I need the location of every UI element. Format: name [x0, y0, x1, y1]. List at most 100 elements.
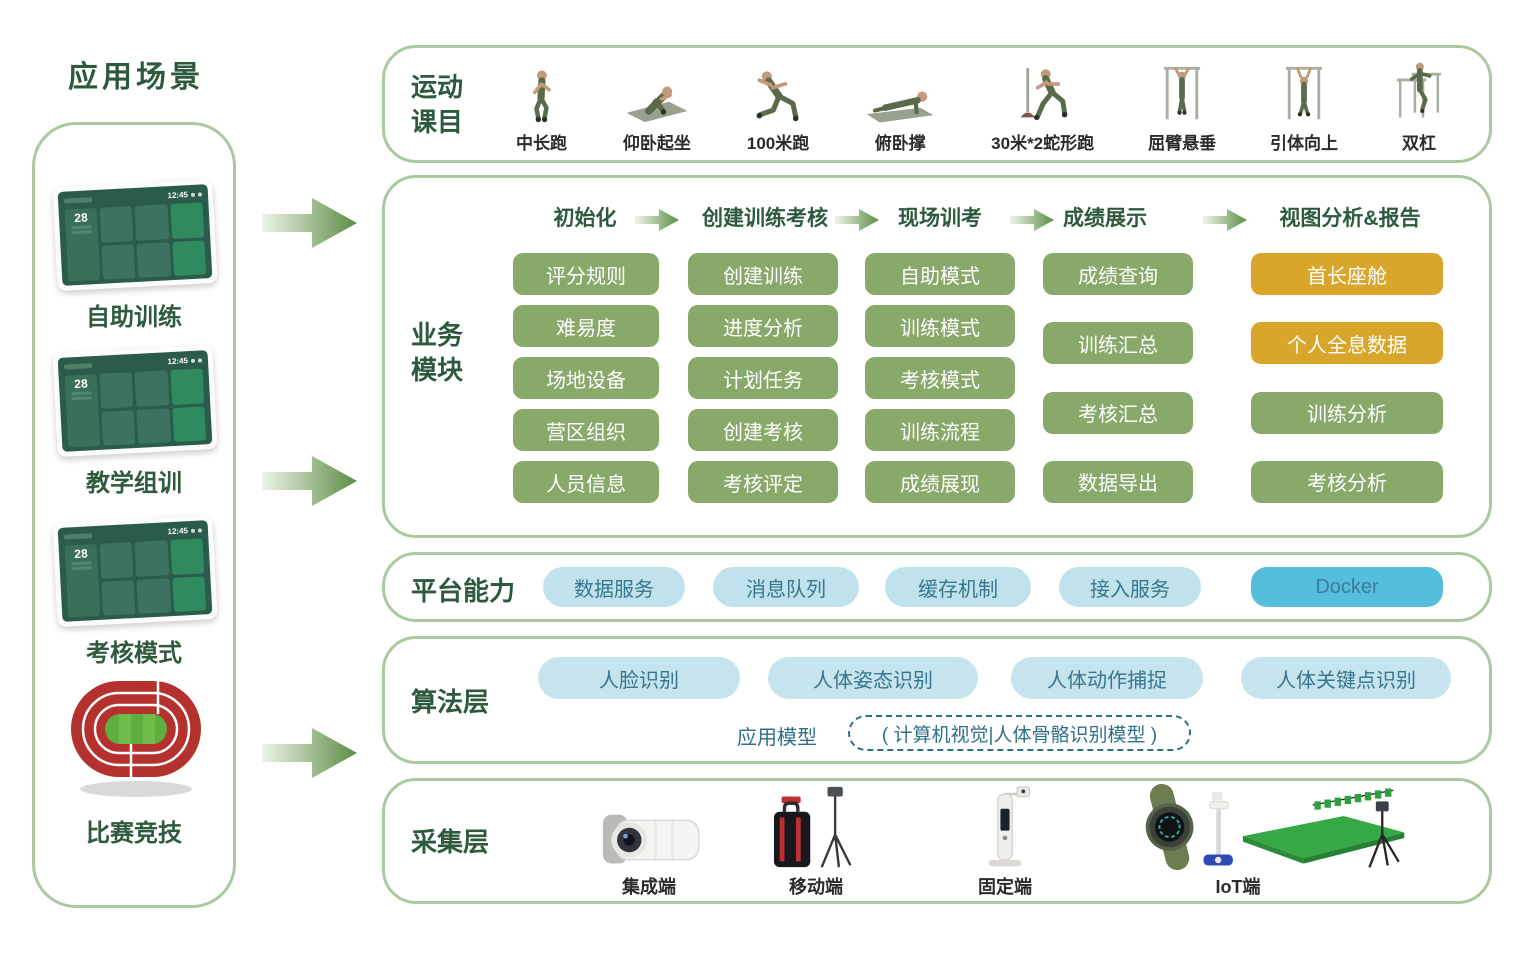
- module-column-report: 首长座舱 个人全息数据 训练分析 考核分析: [1251, 253, 1443, 503]
- module-button-highlight: 首长座舱: [1251, 253, 1443, 295]
- camera-icon: [587, 809, 711, 876]
- device-label: 集成端: [622, 877, 676, 897]
- sport-label: 双杠: [1402, 134, 1436, 153]
- tablet-time: 12:45: [167, 526, 189, 537]
- tablet-time: 12:45: [167, 190, 189, 201]
- tablet-logo: [64, 197, 93, 204]
- tablet-tiles: [99, 202, 207, 280]
- module-button: 训练模式: [865, 305, 1015, 347]
- arrow-right-icon: [835, 206, 879, 234]
- module-button: 成绩展现: [865, 461, 1015, 503]
- scenario-label: 比赛竞技: [86, 820, 182, 847]
- module-button: 考核分析: [1251, 460, 1443, 503]
- flow-step-score: 成绩展示: [1063, 207, 1147, 230]
- algorithm-pill: 人体动作捕捉: [1011, 657, 1203, 699]
- module-button: 进度分析: [688, 305, 838, 347]
- sport-item-snake-run: 30米*2蛇形跑: [991, 52, 1094, 154]
- module-button: 难易度: [513, 305, 659, 347]
- arrow-right-icon: [262, 450, 357, 512]
- device-label: 固定端: [978, 877, 1032, 897]
- tablet-task-card: 28: [64, 543, 101, 618]
- tablet-screen: 12:45 28: [57, 520, 213, 622]
- tablet-tiles: [99, 538, 207, 616]
- mobile-kit-icon: [768, 785, 864, 876]
- platform-pill: 缓存机制: [885, 567, 1031, 607]
- tablet-gear-icon: [197, 357, 203, 363]
- module-button: 计划任务: [688, 357, 838, 399]
- module-button: 考核汇总: [1043, 391, 1193, 434]
- section-business-title: 业务模块: [411, 320, 464, 386]
- flow-step-create: 创建训练考核: [702, 207, 828, 230]
- flow-step-onsite: 现场训考: [898, 207, 982, 230]
- section-collection: 采集层 集成端 移动端: [382, 778, 1492, 904]
- arrow-right-icon: [262, 722, 357, 784]
- section-platform-title: 平台能力: [411, 576, 516, 606]
- section-business: 业务模块 初始化 创建训练考核 现场训考 成绩展示 视图分析&报告 评分规则 难…: [382, 175, 1492, 538]
- scenario-label: 教学组训: [86, 470, 182, 497]
- sport-label: 仰卧起坐: [622, 134, 691, 153]
- section-sports-title: 运动课目: [411, 72, 464, 138]
- module-button: 创建考核: [688, 409, 838, 451]
- platform-pill: 数据服务: [543, 567, 685, 607]
- module-button-highlight: 个人全息数据: [1251, 322, 1443, 365]
- section-algorithm: 算法层 人脸识别 人体姿态识别 人体动作捕捉 人体关键点识别 应用模型 ( 计算…: [382, 636, 1492, 764]
- page-title: 应用场景: [68, 61, 204, 94]
- tablet-gear-icon: [197, 527, 203, 533]
- algorithm-pill: 人体姿态识别: [768, 657, 978, 699]
- sport-label: 俯卧撑: [874, 134, 926, 153]
- section-algorithm-title: 算法层: [411, 687, 490, 717]
- sport-item-pullup: 引体向上: [1270, 52, 1338, 154]
- tablet-image: 12:45 28: [52, 344, 218, 458]
- flow-step-init: 初始化: [553, 207, 617, 230]
- module-button: 自助模式: [865, 253, 1015, 295]
- sports-row: 中长跑 仰卧起坐: [489, 56, 1473, 154]
- tablet-logo: [64, 533, 93, 540]
- section-sports: 运动课目 中长跑: [382, 45, 1492, 163]
- scenario-label: 自助训练: [86, 304, 182, 331]
- tablet-image: 12:45 28: [52, 514, 218, 628]
- tablet-gear-icon: [197, 191, 203, 197]
- module-button: 训练汇总: [1043, 322, 1193, 365]
- snake-run-icon: [1016, 52, 1070, 126]
- module-button: 考核评定: [688, 461, 838, 503]
- jog-icon: [523, 52, 559, 126]
- module-button: 训练流程: [865, 409, 1015, 451]
- sport-item-sprint: 100米跑: [747, 52, 809, 154]
- situp-icon: [621, 52, 693, 126]
- scenario-panel: 12:45 28 自助训练 12:45 28: [32, 122, 236, 908]
- tablet-image: 12:45 28: [52, 178, 218, 292]
- tablet-screen: 12:45 28: [57, 350, 213, 452]
- tablet-task-card: 28: [64, 373, 101, 448]
- module-button: 考核模式: [865, 357, 1015, 399]
- module-button: 评分规则: [513, 253, 659, 295]
- tablet-task-card: 28: [64, 207, 101, 282]
- tablet-screen: 12:45 28: [57, 184, 213, 286]
- arrow-right-icon: [1203, 206, 1247, 234]
- iot-devices-icon: [1120, 783, 1430, 876]
- arrow-right-icon: [262, 192, 357, 254]
- running-track-icon: [71, 681, 201, 797]
- sport-item-flexed-arm-hang: 屈臂悬垂: [1148, 52, 1216, 154]
- sport-label: 引体向上: [1270, 134, 1339, 153]
- module-button: 成绩查询: [1043, 253, 1193, 295]
- sport-label: 100米跑: [746, 134, 810, 153]
- parallel-bars-icon: [1392, 52, 1446, 126]
- pushup-icon: [863, 52, 937, 126]
- sport-label: 屈臂悬垂: [1148, 134, 1217, 153]
- model-value-pill: ( 计算机视觉|人体骨骼识别模型 ): [848, 715, 1191, 751]
- module-column-score: 成绩查询 训练汇总 考核汇总 数据导出: [1043, 253, 1193, 503]
- module-button: 创建训练: [688, 253, 838, 295]
- sport-label: 30米*2蛇形跑: [991, 134, 1095, 153]
- arrow-right-icon: [1010, 206, 1054, 234]
- sport-item-pushup: 俯卧撑: [863, 52, 937, 154]
- flow-step-report: 视图分析&报告: [1279, 207, 1421, 230]
- sprint-icon: [751, 52, 805, 126]
- module-button: 人员信息: [513, 461, 659, 503]
- section-platform: 平台能力 数据服务 消息队列 缓存机制 接入服务 Docker: [382, 552, 1492, 622]
- model-label: 应用模型: [737, 727, 817, 749]
- module-button: 数据导出: [1043, 460, 1193, 503]
- arrow-right-icon: [635, 206, 679, 234]
- algorithm-pill: 人脸识别: [538, 657, 740, 699]
- algorithm-pill: 人体关键点识别: [1241, 657, 1451, 699]
